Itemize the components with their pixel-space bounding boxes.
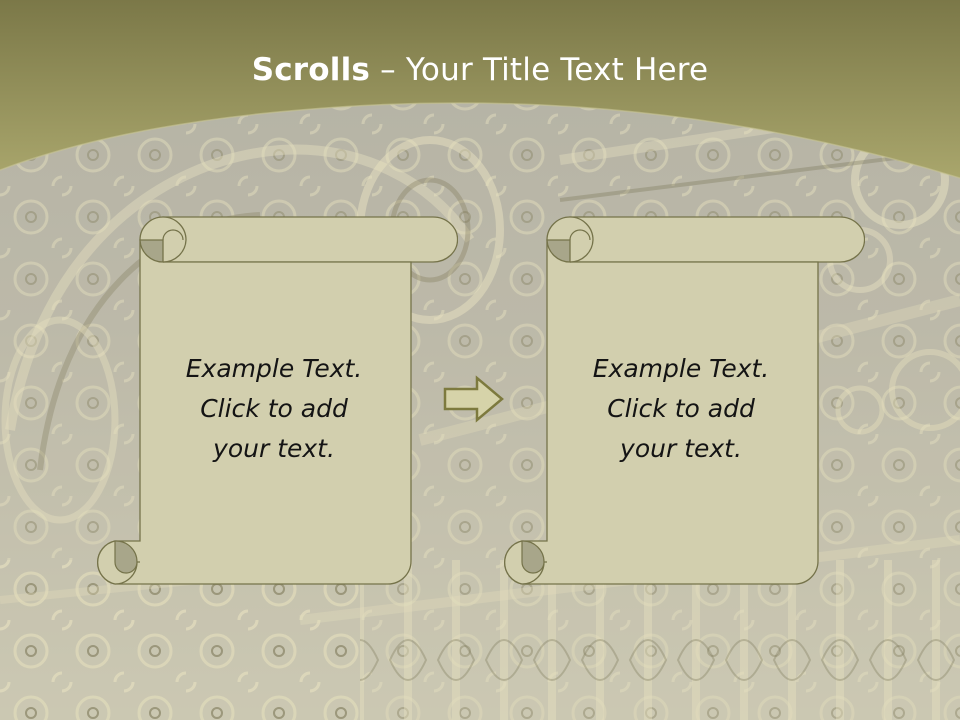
scroll-graphic-1 (97, 216, 458, 585)
scroll-graphic-2 (504, 216, 865, 585)
title-rest: Your Title Text Here (405, 52, 709, 88)
title-bold-part: Scrolls (251, 52, 371, 88)
scroll-text-line: your text. (213, 434, 335, 463)
scroll-shape-2[interactable]: Example Text. Click to add your text. (500, 216, 865, 586)
scroll-text-line: your text. (620, 434, 742, 463)
scroll-text-line: Example Text. (185, 354, 363, 383)
slide-title[interactable]: Scrolls – Your Title Text Here (0, 52, 960, 88)
scroll-text-line: Example Text. (592, 354, 770, 383)
right-arrow-icon[interactable] (443, 375, 505, 425)
scroll-text-line: Click to add (200, 394, 348, 423)
scroll-shape-1[interactable]: Example Text. Click to add your text. (93, 216, 458, 586)
scroll-text-1[interactable]: Example Text. Click to add your text. (139, 349, 409, 469)
scroll-text-line: Click to add (607, 394, 755, 423)
title-dash: – (370, 52, 406, 88)
scroll-text-2[interactable]: Example Text. Click to add your text. (546, 349, 816, 469)
